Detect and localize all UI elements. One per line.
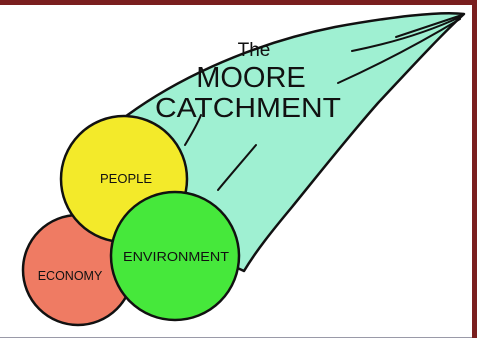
title-moore: MOORE — [196, 62, 306, 94]
economy-label: ECONOMY — [38, 269, 103, 283]
leaf-vein-3 — [337, 18, 461, 84]
leaf-vein-5 — [217, 144, 257, 191]
title-catchment: CATCHMENT — [155, 92, 341, 123]
environment-label: ENVIRONMENT — [123, 249, 229, 264]
moore-catchment-diagram: The MOORE CATCHMENT PEOPLE ECONOMY ENVIR… — [21, 11, 466, 327]
leaf-vein-2 — [351, 16, 461, 52]
diagram-title: The MOORE CATCHMENT — [155, 40, 341, 123]
leaf-veins — [184, 14, 463, 191]
leaf-vein-4 — [184, 114, 202, 146]
leaf-vein-1 — [395, 14, 463, 38]
environment-circle — [109, 190, 241, 322]
title-the: The — [238, 40, 271, 61]
people-label: PEOPLE — [100, 171, 152, 186]
